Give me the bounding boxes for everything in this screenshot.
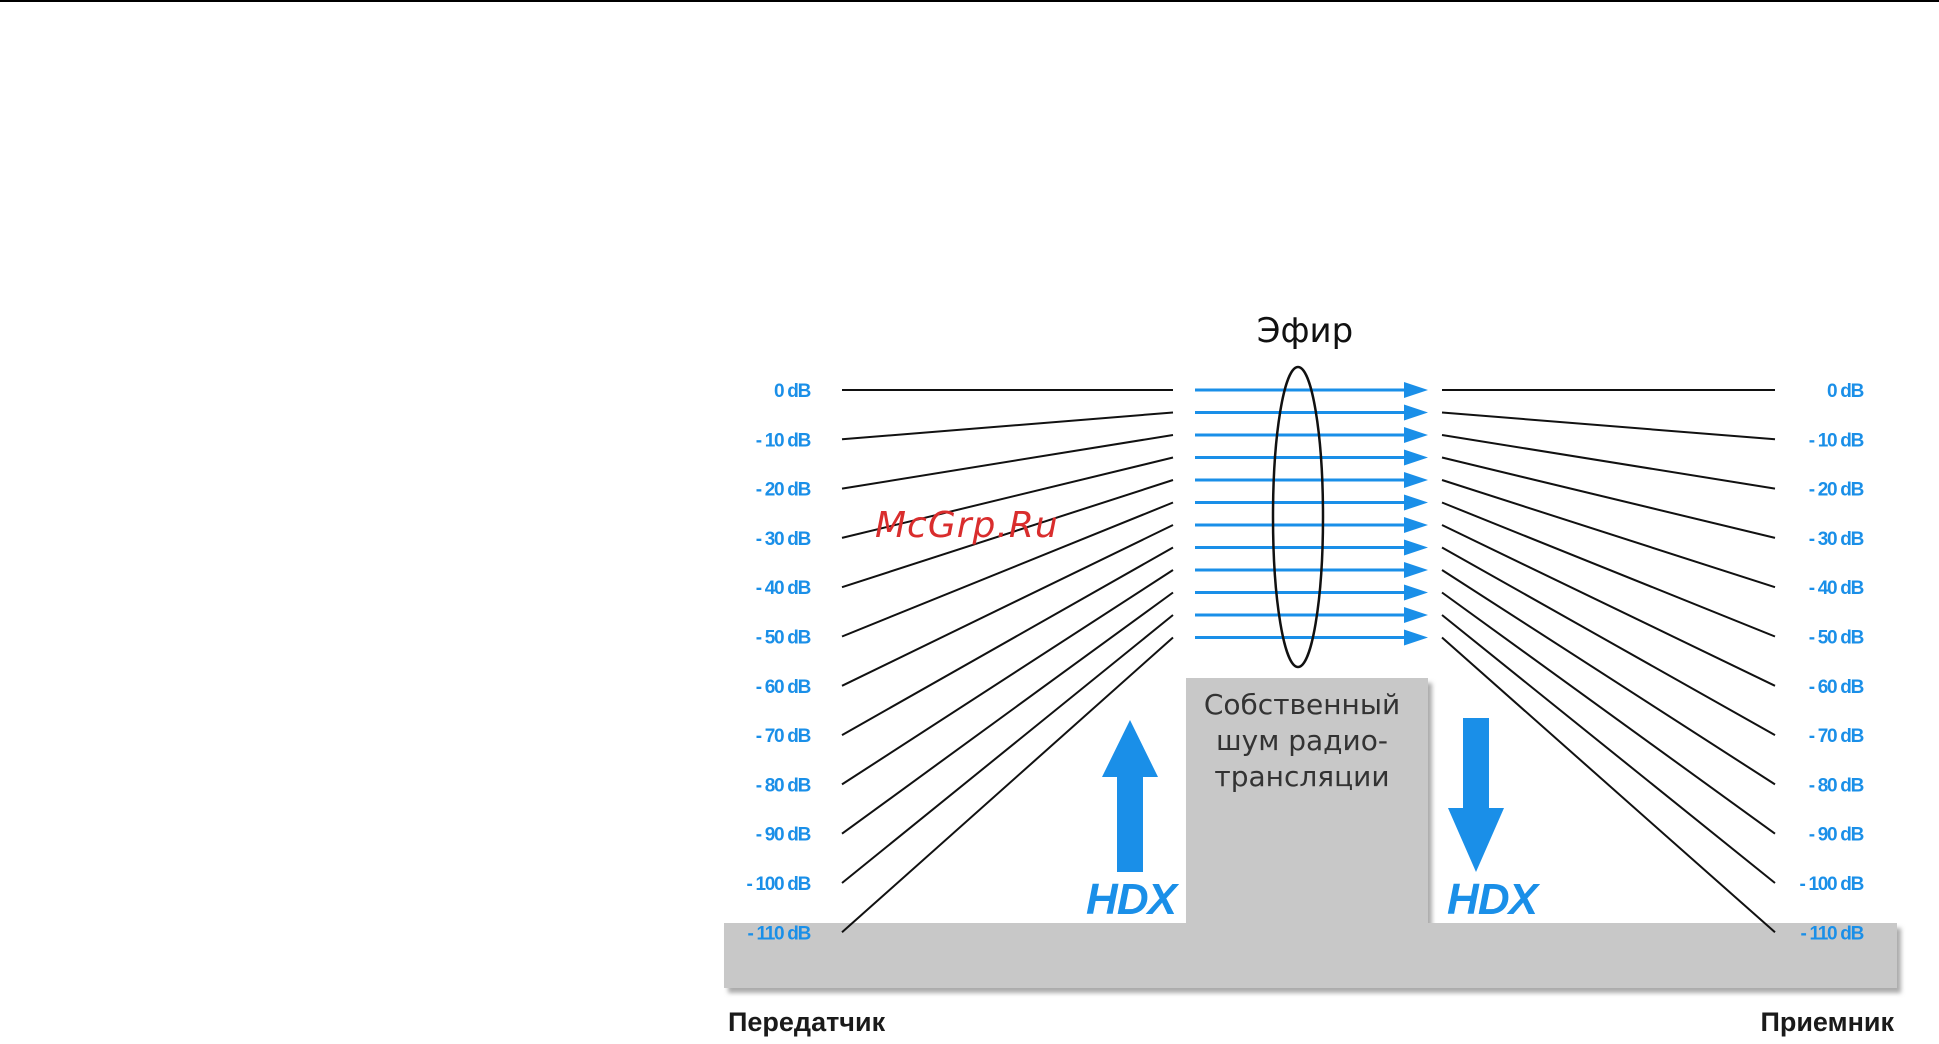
noise-block-line-3: трансляции (1214, 760, 1389, 793)
transmitter-db-label: - 80 dB (756, 775, 811, 796)
transmitter-level-line (842, 525, 1173, 686)
hdx-left-label: HDX (1086, 875, 1180, 924)
ether-label: Эфир (1257, 311, 1354, 351)
signal-arrowhead-icon (1404, 630, 1428, 646)
transmitter-db-label: - 30 dB (756, 529, 811, 550)
transmitter-db-label: - 40 dB (756, 578, 811, 599)
noise-block-line-1: Собственный (1204, 688, 1400, 721)
receiver-db-label: - 50 dB (1809, 628, 1864, 649)
receiver-db-label: - 110 dB (1801, 923, 1864, 944)
signal-arrowhead-icon (1404, 540, 1428, 556)
receiver-level-line (1442, 503, 1775, 637)
receiver-level-line (1442, 548, 1775, 736)
transmitter-db-label: - 20 dB (756, 480, 811, 501)
signal-arrowhead-icon (1404, 382, 1428, 398)
transmitter-db-label: - 110 dB (748, 923, 811, 944)
ether-signal-arrows (1195, 382, 1428, 646)
transmitter-level-line (842, 435, 1173, 489)
hdx-right-label: HDX (1447, 875, 1541, 924)
signal-arrowhead-icon (1404, 495, 1428, 511)
transmitter-db-label: - 10 dB (756, 430, 811, 451)
transmitter-db-label: 0 dB (774, 381, 811, 402)
watermark-text: McGrp.Ru (875, 505, 1059, 546)
signal-arrowhead-icon (1404, 405, 1428, 421)
transmitter-level-line (842, 413, 1173, 440)
signal-arrowhead-icon (1404, 450, 1428, 466)
receiver-level-line (1442, 435, 1775, 489)
receiver-db-label: - 20 dB (1809, 480, 1864, 501)
noise-block-line-2: шум радио- (1216, 724, 1388, 757)
receiver-label: Приемник (1760, 1007, 1894, 1037)
receiver-db-label: 0 dB (1827, 381, 1864, 402)
receiver-db-label: - 80 dB (1809, 775, 1864, 796)
transmitter-label: Передатчик (728, 1007, 886, 1037)
receiver-level-line (1442, 458, 1775, 538)
receiver-db-label: - 30 dB (1809, 529, 1864, 550)
receiver-level-line (1442, 480, 1775, 587)
transmitter-level-line (842, 548, 1173, 736)
receiver-db-label: - 10 dB (1809, 430, 1864, 451)
receiver-db-label: - 60 dB (1809, 677, 1864, 698)
receiver-level-line (1442, 570, 1775, 784)
transmitter-db-scale: 0 dB - 10 dB - 20 dB - 30 dB - 40 dB - 50 dB -… (746, 381, 810, 944)
receiver-level-lines (1442, 390, 1775, 932)
signal-arrowhead-icon (1404, 585, 1428, 601)
transmitter-db-label: - 60 dB (756, 677, 811, 698)
signal-arrowhead-icon (1404, 607, 1428, 623)
signal-arrowhead-icon (1404, 562, 1428, 578)
transmitter-db-label: - 50 dB (756, 628, 811, 649)
receiver-level-line (1442, 413, 1775, 440)
signal-arrowhead-icon (1404, 427, 1428, 443)
signal-arrowhead-icon (1404, 517, 1428, 533)
receiver-level-line (1442, 525, 1775, 686)
transmitter-db-label: - 100 dB (746, 874, 810, 895)
signal-arrowhead-icon (1404, 472, 1428, 488)
transmitter-db-label: - 90 dB (756, 825, 811, 846)
receiver-db-label: - 70 dB (1809, 726, 1864, 747)
receiver-level-line (1442, 615, 1775, 883)
hdx-down-arrow-icon (1448, 718, 1504, 872)
receiver-db-label: - 100 dB (1799, 874, 1863, 895)
receiver-level-line (1442, 593, 1775, 834)
receiver-db-label: - 90 dB (1809, 825, 1864, 846)
hdx-up-arrow-icon (1102, 720, 1158, 872)
receiver-db-scale: 0 dB - 10 dB - 20 dB - 30 dB - 40 dB - 50 dB -… (1799, 381, 1863, 944)
receiver-db-label: - 40 dB (1809, 578, 1864, 599)
transmitter-db-label: - 70 dB (756, 726, 811, 747)
